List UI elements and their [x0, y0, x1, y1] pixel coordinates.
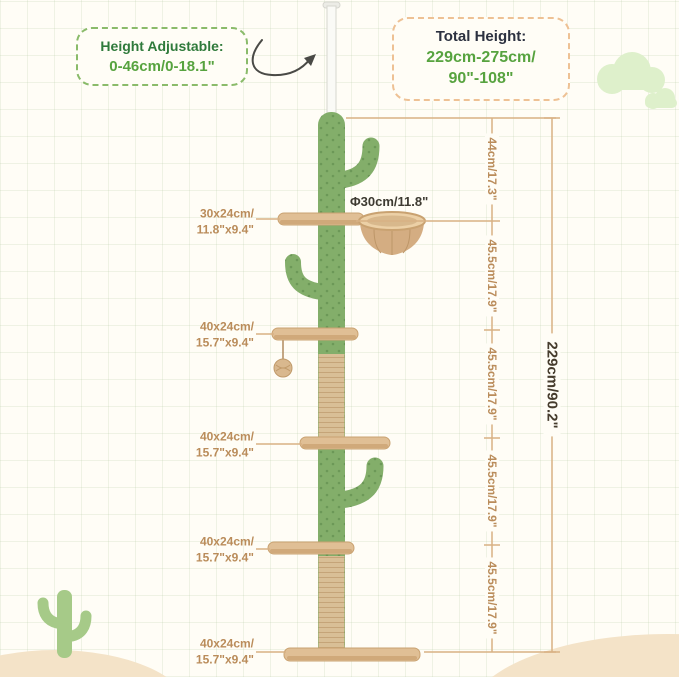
platform-4 — [267, 541, 355, 555]
platform-size-label-4-line2: 15.7"x9.4" — [195, 550, 254, 564]
ceiling-pole — [322, 1, 341, 117]
height-adjustable-badge: Height Adjustable: 0-46cm/0-18.1" — [76, 27, 248, 86]
total-height-value-line1: 229cm-275cm/ — [426, 49, 536, 66]
platform-size-label-3-line1: 40x24cm/ — [199, 429, 254, 444]
base-platform — [283, 647, 421, 662]
cactus-arm-lower-right — [332, 457, 384, 509]
height-adjustable-value: 0-46cm/0-18.1" — [109, 58, 215, 75]
platform-size-label-1-line1: 30x24cm/ — [199, 206, 254, 221]
cactus-arm-left — [285, 254, 330, 300]
platform-size-label-1-line2: 11.8"x9.4" — [196, 222, 254, 236]
height-adjustable-title: Height Adjustable: — [100, 38, 224, 54]
platform-size-label-2-line1: 40x24cm/ — [199, 319, 254, 334]
diameter-label: Φ30cm/11.8" — [350, 194, 429, 209]
overall-height-label: 229cm/90.2" — [543, 333, 561, 437]
platform-size-label-3: 40x24cm/ 15.7"x9.4" — [182, 429, 254, 460]
segment-label-4: 45.5cm/17.9" — [485, 450, 499, 532]
arrow-doodle — [251, 39, 316, 77]
platform-size-label-5: 40x24cm/ 15.7"x9.4" — [182, 636, 254, 667]
platform-top — [277, 212, 365, 226]
platform-size-label-2: 40x24cm/ 15.7"x9.4" — [182, 319, 254, 350]
platform-size-label-5-line2: 15.7"x9.4" — [195, 652, 254, 666]
platform-size-label-5-line1: 40x24cm/ — [199, 636, 254, 651]
small-cactus-icon — [37, 590, 92, 658]
cloud-icon — [597, 52, 677, 109]
cactus-arm-upper-right — [332, 137, 380, 189]
ground-shape — [0, 634, 679, 677]
segment-label-5: 45.5cm/17.9" — [485, 557, 499, 639]
total-height-title: Total Height: — [435, 28, 527, 45]
platform-2 — [271, 327, 359, 341]
cat-tree-illustration — [267, 112, 426, 662]
segment-label-1: 44cm/17.3" — [485, 133, 499, 205]
platform-size-label-2-line2: 15.7"x9.4" — [195, 335, 254, 349]
total-height-value-line2: 90"-108" — [448, 69, 514, 87]
platform-size-label-1: 30x24cm/ 11.8"x9.4" — [182, 206, 254, 237]
platform-3 — [299, 436, 391, 450]
total-height-badge: Total Height: 229cm-275cm/ 90"-108" — [392, 17, 570, 101]
platform-size-label-4: 40x24cm/ 15.7"x9.4" — [182, 534, 254, 565]
hammock-basket — [358, 211, 426, 255]
segment-label-3: 45.5cm/17.9" — [485, 343, 499, 425]
platform-size-label-3-line2: 15.7"x9.4" — [195, 445, 254, 459]
toy-ball — [273, 340, 293, 378]
segment-label-2: 45.5cm/17.9" — [485, 235, 499, 317]
leader-lines — [256, 218, 302, 653]
platform-size-label-4-line1: 40x24cm/ — [199, 534, 254, 549]
sisal-post-section — [318, 354, 345, 648]
